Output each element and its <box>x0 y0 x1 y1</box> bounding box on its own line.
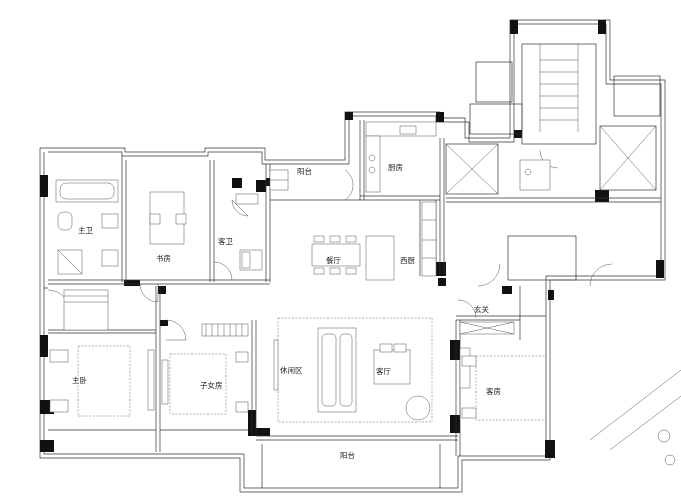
outer-walls <box>39 19 666 493</box>
master-bedroom-furniture <box>49 289 155 417</box>
interior-partitions <box>44 120 661 456</box>
living-furniture <box>273 317 433 423</box>
label-kitchen: 厨房 <box>388 162 403 172</box>
label-living: 客厅 <box>376 366 391 376</box>
label-master-bath: 主卫 <box>78 225 93 235</box>
corner-decoration <box>589 369 681 466</box>
label-balcony-bottom: 阳台 <box>340 450 355 460</box>
label-master-bedroom: 主卧 <box>72 375 87 385</box>
entrance-fixtures <box>459 321 515 389</box>
label-entrance: 玄关 <box>474 304 489 314</box>
label-guest-room: 客房 <box>486 386 501 396</box>
core-stairs-elevators <box>445 43 661 281</box>
study-furniture <box>149 191 187 245</box>
label-leisure: 休闲区 <box>280 365 303 375</box>
label-guest-bath: 客卫 <box>218 236 233 246</box>
master-bath-fixtures <box>55 179 119 275</box>
label-balcony-top: 阳台 <box>297 166 312 176</box>
label-dining: 餐厅 <box>326 256 341 265</box>
label-kids-room: 子女房 <box>200 380 223 390</box>
dining-furniture <box>311 235 395 281</box>
doors <box>47 149 613 341</box>
bottom-balcony <box>261 444 441 488</box>
kitchen-fixtures <box>365 121 437 277</box>
guest-bath-fixtures <box>235 193 263 271</box>
label-study: 书房 <box>156 253 171 263</box>
kids-room-furniture <box>161 323 249 415</box>
label-west-kitchen: 西厨 <box>400 256 415 265</box>
room-labels: 主卫 书房 客卫 阳台 厨房 餐厅 西厨 玄关 主卧 子女房 休闲区 客厅 客房… <box>72 162 501 460</box>
guest-room-furniture <box>461 355 547 421</box>
balcony-top-fixtures <box>269 169 289 191</box>
